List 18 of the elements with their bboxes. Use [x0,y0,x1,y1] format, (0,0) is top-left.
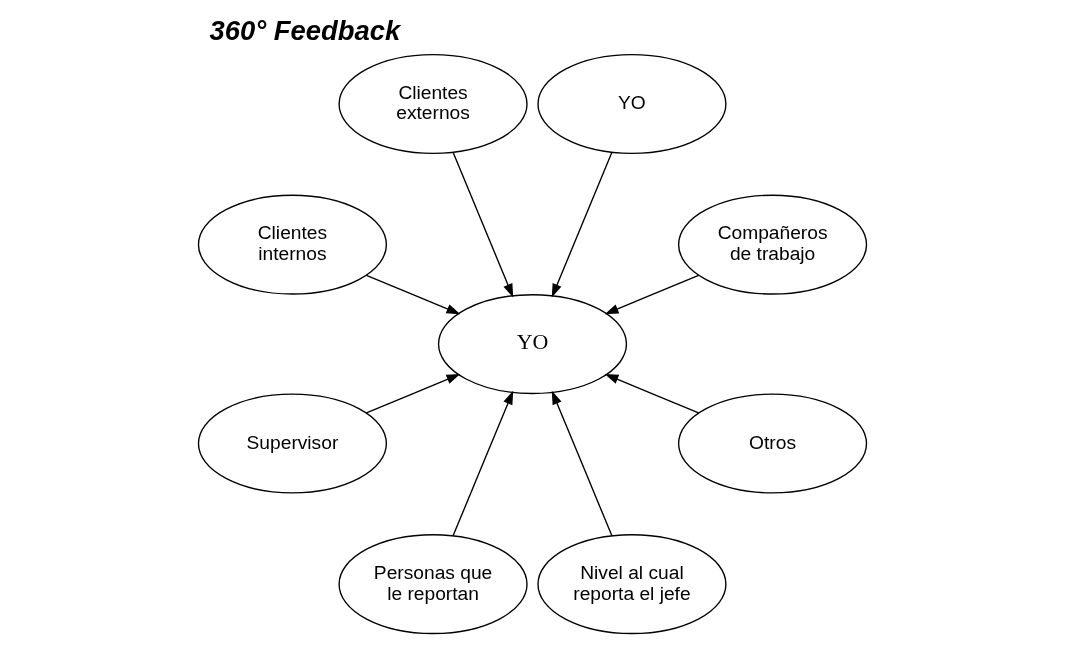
diagram-title: 360° Feedback [209,14,401,46]
arrow [452,151,514,298]
arrow [551,390,613,537]
node-ellipse: Personas que le reportan [338,534,528,635]
arrow [365,274,461,315]
node-ellipse: Compañeros de trabajo [677,194,868,295]
node-ellipse: Clientes internos [197,194,388,295]
arrow [452,390,514,537]
node-ellipse: Supervisor [197,393,388,494]
node-ellipse: YO [537,53,727,155]
node-ellipse: Otros [677,393,868,494]
arrow [551,151,613,298]
node-ellipse: YO [437,294,628,395]
arrow [365,374,461,414]
arrow [604,274,700,315]
arrow [604,374,700,414]
node-ellipse: Nivel al cual reporta el jefe [537,534,727,635]
node-ellipse: Clientes externos [338,53,528,155]
